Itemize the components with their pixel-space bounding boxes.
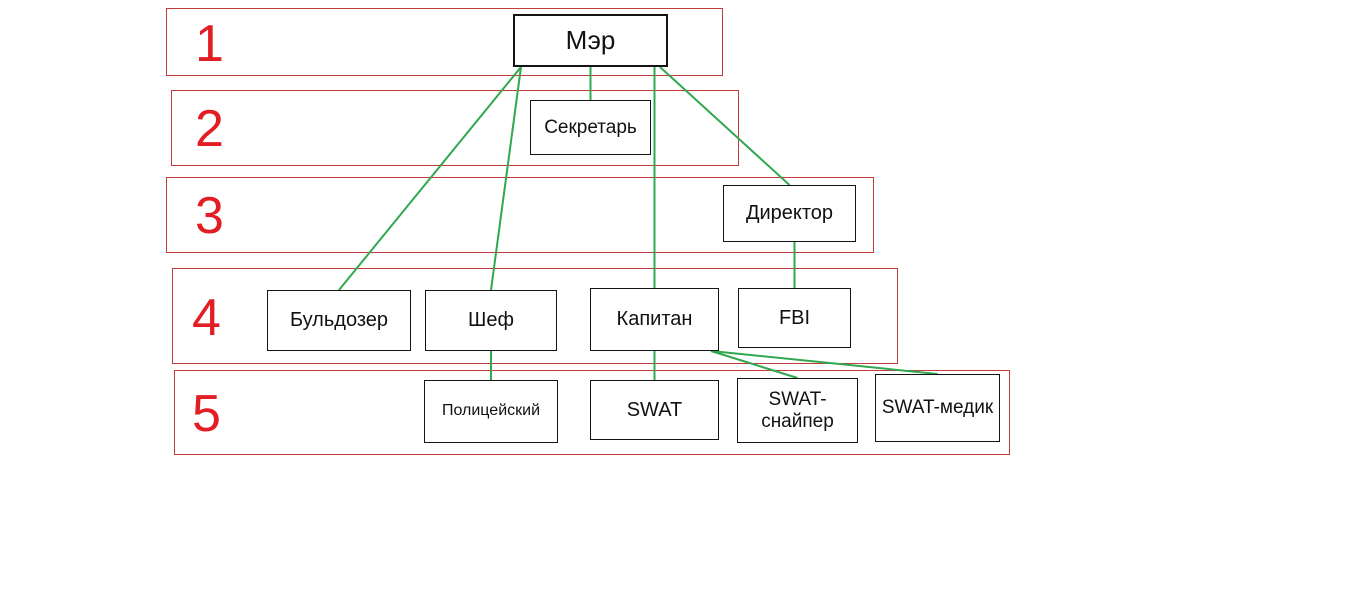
node-label: Шеф <box>468 309 514 331</box>
node-label: Полицейский <box>441 402 540 420</box>
node-label: FBI <box>778 306 811 329</box>
node-label: Капитан <box>616 308 693 330</box>
level-number-5: 5 <box>192 385 221 443</box>
level-row-4 <box>172 268 898 364</box>
level-number-4: 4 <box>192 289 221 347</box>
node-label: Директор <box>745 202 834 224</box>
level-number-3: 3 <box>195 187 224 245</box>
level-number-1: 1 <box>195 15 224 73</box>
node-director: Директор <box>723 185 856 242</box>
node-bulldozer: Бульдозер <box>267 290 411 351</box>
node-fbi: FBI <box>738 288 851 348</box>
node-swat-medic: SWAT-медик <box>875 374 1000 442</box>
node-label: Секретарь <box>544 116 637 138</box>
node-label: Мэр <box>565 24 616 55</box>
node-chief: Шеф <box>425 290 557 351</box>
node-swat: SWAT <box>590 380 719 440</box>
node-label: Бульдозер <box>289 309 389 331</box>
node-swat-sniper: SWAT-снайпер <box>737 378 858 443</box>
node-label: SWAT-медик <box>881 397 994 419</box>
node-secretary: Секретарь <box>530 100 651 155</box>
node-label: SWAT <box>626 398 683 421</box>
node-label: SWAT-снайпер <box>761 388 834 432</box>
level-row-5 <box>174 370 1010 455</box>
node-captain: Капитан <box>590 288 719 351</box>
node-mayor: Мэр <box>513 14 668 67</box>
node-policeman: Полицейский <box>424 380 558 443</box>
level-number-2: 2 <box>195 100 224 158</box>
level-row-2 <box>171 90 739 166</box>
